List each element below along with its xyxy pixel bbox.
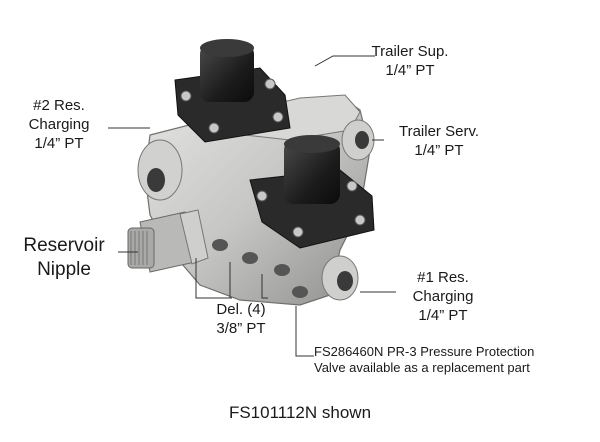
label-res2-line3: 1/4” PT <box>34 135 84 152</box>
label-reservoir-line1: Reservoir <box>23 235 105 256</box>
reservoir-nipple <box>127 209 209 273</box>
label-res2-line2: Charging <box>28 116 90 133</box>
label-replacement-part-note: FS286460N PR-3 Pressure Protection Valve… <box>314 344 592 376</box>
label-note-line1: FS286460N PR-3 Pressure Protection <box>314 344 535 359</box>
label-trailer-service-line2: 1/4” PT <box>414 142 464 159</box>
label-note-line2: Valve available as a replacement part <box>314 360 530 375</box>
caption-model-shown: FS101112N shown <box>228 403 372 422</box>
label-delivery-ports: Del. (4) 3/8” PT <box>198 300 284 338</box>
label-res1-charging: #1 Res. Charging 1/4” PT <box>396 268 490 325</box>
label-reservoir-line2: Nipple <box>37 259 91 280</box>
lower-protection-valve <box>249 135 375 249</box>
label-trailer-service-line1: Trailer Serv. <box>398 123 479 140</box>
leader-lines <box>108 55 396 357</box>
label-res1-line2: Charging <box>412 288 474 305</box>
label-trailer-supply: Trailer Sup. 1/4” PT <box>360 42 460 80</box>
label-res2-charging: #2 Res. Charging 1/4” PT <box>14 96 104 153</box>
label-delivery-line2: 3/8” PT <box>216 320 266 337</box>
label-reservoir-nipple: Reservoir Nipple <box>12 234 116 282</box>
label-trailer-service: Trailer Serv. 1/4” PT <box>384 122 494 160</box>
label-trailer-supply-line1: Trailer Sup. <box>371 43 449 60</box>
upper-protection-valve <box>174 39 291 143</box>
label-res2-line1: #2 Res. <box>33 97 85 114</box>
label-delivery-line1: Del. (4) <box>216 301 266 318</box>
label-trailer-supply-line2: 1/4” PT <box>385 62 435 79</box>
label-res1-line1: #1 Res. <box>417 269 469 286</box>
label-res1-line3: 1/4” PT <box>418 307 468 324</box>
